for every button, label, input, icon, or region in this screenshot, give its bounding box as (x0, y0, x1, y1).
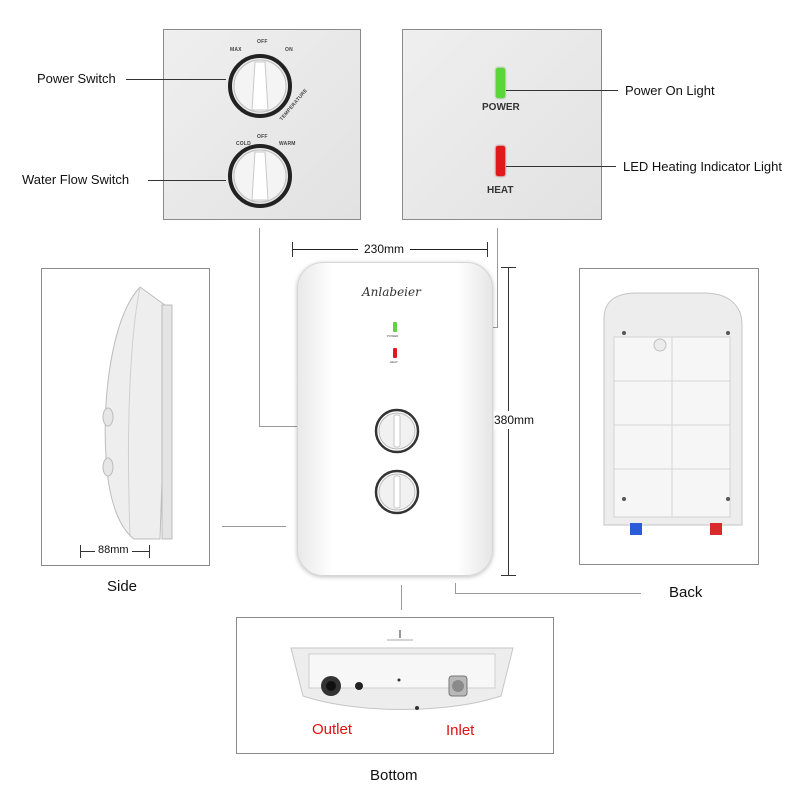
power-on-light (496, 68, 505, 98)
callout-led-heating-indicator: LED Heating Indicator Light (623, 159, 782, 174)
dial-label-off: OFF (257, 39, 268, 45)
guide-line (401, 585, 402, 610)
heat-led-small (393, 348, 397, 358)
power-indicator-label: POWER (482, 102, 520, 113)
dial-label-off-flow: OFF (257, 134, 268, 140)
dial-label-on: ON (285, 47, 293, 53)
depth-dimension-label: 88mm (95, 544, 132, 556)
brand-logo: Anlabeier (362, 285, 421, 299)
side-caption: Side (107, 578, 138, 595)
guide-line (455, 593, 641, 594)
heat-indicator-light (496, 146, 505, 176)
side-view-panel: 88mm (41, 268, 210, 566)
back-view-panel (579, 268, 759, 565)
dimension-tick (501, 575, 516, 576)
guide-line (497, 228, 498, 328)
dimension-tick (80, 545, 81, 558)
bottom-view-image (290, 630, 514, 710)
height-dimension-label: 380mm (494, 411, 535, 429)
dial-label-warm: WARM (279, 141, 296, 147)
power-led-small (393, 322, 397, 332)
back-view-image (603, 292, 743, 535)
water-flow-knob[interactable] (372, 467, 422, 517)
dial-label-max: MAX (230, 47, 242, 53)
guide-line (259, 228, 260, 426)
callout-line (126, 79, 226, 80)
inlet-label: Inlet (446, 722, 475, 739)
bottom-view-panel: Outlet Inlet (236, 617, 554, 754)
callout-line (506, 166, 616, 167)
callout-line (506, 90, 618, 91)
side-profile-image (102, 286, 173, 540)
back-caption: Back (669, 584, 703, 601)
heat-indicator-label: HEAT (487, 185, 514, 196)
power-switch-dial[interactable] (212, 40, 312, 120)
water-heater-front: Anlabeier POWER HEAT (297, 262, 493, 576)
callout-line (148, 180, 226, 181)
callout-power-on-light: Power On Light (625, 83, 715, 98)
guide-line (455, 583, 456, 593)
callout-power-switch: Power Switch (37, 71, 116, 86)
water-flow-switch-dial[interactable] (212, 136, 312, 216)
dimension-tick (149, 545, 150, 558)
dimension-tick (487, 242, 488, 257)
power-knob[interactable] (372, 406, 422, 456)
width-dimension-label: 230mm (358, 242, 411, 256)
indicators-closeup-panel: POWER HEAT (402, 29, 602, 220)
dimension-tick (501, 267, 516, 268)
guide-line (222, 526, 286, 527)
dial-label-cold: COLD (236, 141, 251, 147)
power-led-label: POWER (387, 334, 399, 338)
callout-water-flow-switch: Water Flow Switch (22, 172, 130, 187)
dials-closeup-panel: MAX OFF ON TEMPERATURE COLD OFF WARM (163, 29, 361, 220)
outlet-label: Outlet (312, 721, 353, 738)
heat-led-label: HEAT (390, 360, 398, 364)
bottom-caption: Bottom (370, 767, 418, 784)
dimension-tick (292, 242, 293, 257)
